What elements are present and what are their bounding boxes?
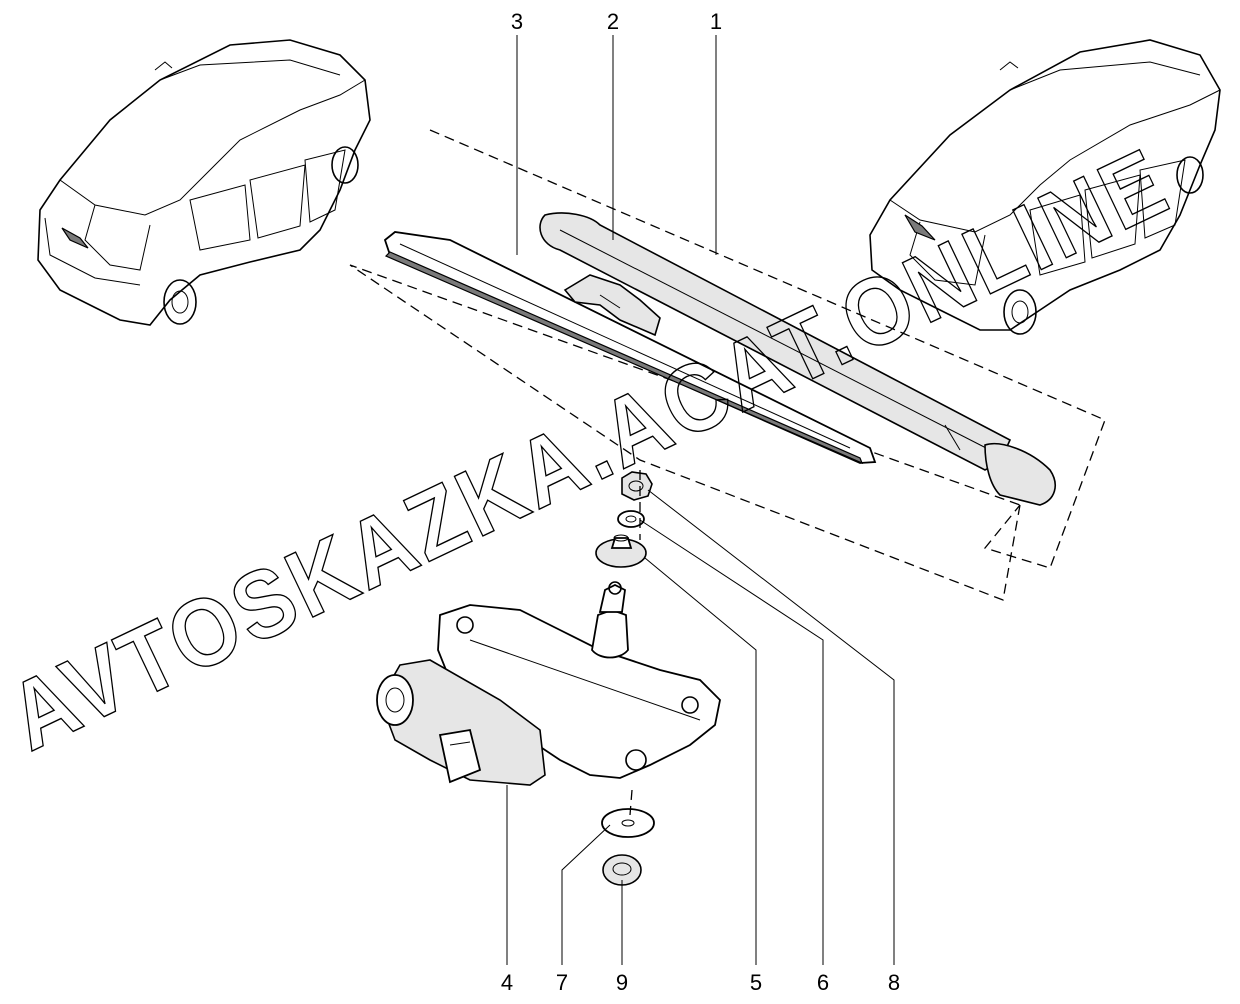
car-right-illustration bbox=[869, 39, 1221, 335]
callout-7: 7 bbox=[556, 970, 568, 995]
callout-2: 2 bbox=[607, 9, 619, 34]
wiper-motor bbox=[376, 581, 721, 786]
callout-1: 1 bbox=[710, 9, 722, 34]
callout-4: 4 bbox=[501, 970, 513, 995]
wiper-arm bbox=[539, 212, 1056, 506]
callout-5: 5 bbox=[750, 970, 762, 995]
callout-3: 3 bbox=[511, 9, 523, 34]
nut bbox=[621, 471, 653, 501]
lower-washer bbox=[601, 808, 655, 838]
axis-line-lower bbox=[629, 789, 633, 816]
callout-8: 8 bbox=[888, 970, 900, 995]
grommet-seal bbox=[595, 534, 647, 568]
car-left-illustration bbox=[37, 39, 371, 326]
callout-9: 9 bbox=[616, 970, 628, 995]
callout-6: 6 bbox=[817, 970, 829, 995]
wiper-blade bbox=[383, 231, 877, 465]
washer bbox=[617, 510, 645, 528]
leader-lines bbox=[506, 35, 895, 965]
assembly-dashed-outline bbox=[349, 129, 1106, 601]
